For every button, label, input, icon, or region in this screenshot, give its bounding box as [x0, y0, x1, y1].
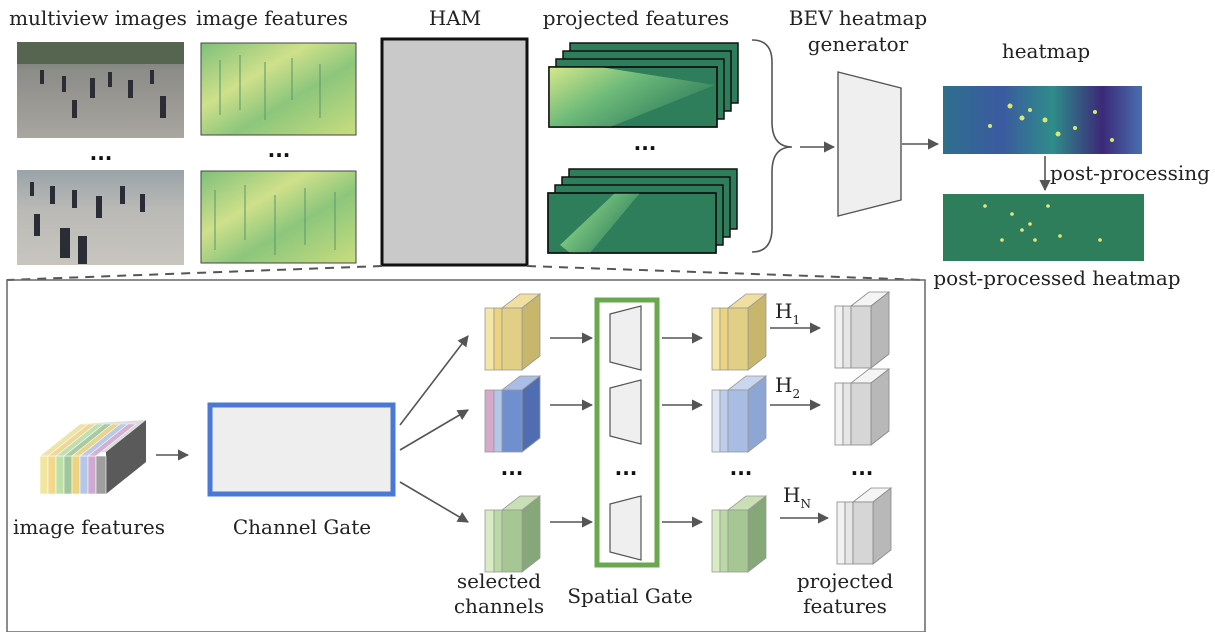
- post-processed-heatmap-image: [943, 194, 1144, 261]
- heatmap-title: heatmap: [1002, 39, 1090, 63]
- heatmap-image: [943, 86, 1142, 154]
- outputs-ellipsis: ...: [851, 456, 874, 480]
- selected-channel-block-n: [484, 495, 542, 573]
- selected-channel-block-1: [484, 293, 542, 371]
- selected-channels-label-line2: channels: [454, 594, 544, 618]
- bev-generator-block: [837, 71, 902, 217]
- output-feature-block-n: [836, 487, 893, 565]
- bev-generator-title-line1: BEV heatmap: [789, 6, 927, 30]
- features-ellipsis: ...: [268, 138, 291, 162]
- images-ellipsis: ...: [90, 141, 113, 165]
- spatial-gate-unit-n: [609, 495, 642, 561]
- input-image-features-label: image features: [13, 515, 165, 539]
- output-feature-block-2: [834, 368, 891, 446]
- projected-channel-block-1: [711, 293, 768, 371]
- projected-feature-stack-2: [547, 168, 738, 254]
- projected-features-label-line2: features: [803, 594, 887, 618]
- multiview-image-1: [17, 42, 184, 138]
- spatial-gate-unit-2: [609, 379, 642, 445]
- spatial-gate-unit-1: [609, 305, 642, 371]
- projected-channels-ellipsis: ...: [730, 456, 753, 480]
- ham-detail-frame: [6, 279, 926, 632]
- zoom-line-left: [6, 265, 383, 281]
- head-h2-label: H2: [775, 373, 800, 401]
- image-feature-map-1: [200, 42, 357, 136]
- channel-gate-block: [207, 402, 396, 497]
- spatial-gate-block: [594, 297, 660, 568]
- channels-ellipsis: ...: [501, 456, 524, 480]
- post-processing-label: post-processing: [1050, 161, 1210, 185]
- channel-gate-label: Channel Gate: [233, 515, 371, 539]
- merge-brace: [751, 39, 793, 253]
- spatial-gate-label: Spatial Gate: [567, 584, 692, 608]
- bev-generator-title-line2: generator: [808, 32, 909, 56]
- arrow-gate-to-channel-2: [399, 409, 469, 451]
- projected-features-title: projected features: [543, 6, 729, 30]
- arrow-gate-to-channel-1: [399, 335, 469, 426]
- image-feature-map-2: [200, 170, 357, 264]
- output-feature-block-1: [834, 291, 891, 369]
- arrow-gate-to-channel-n: [399, 481, 469, 523]
- spatial-gate-ellipsis: ...: [615, 456, 638, 480]
- post-processed-heatmap-title: post-processed heatmap: [933, 266, 1180, 290]
- projected-channel-block-2: [711, 375, 768, 453]
- ham-block: [380, 37, 529, 267]
- ham-title: HAM: [429, 6, 481, 30]
- input-feature-channels: [39, 420, 146, 495]
- projected-ellipsis: ...: [634, 131, 657, 155]
- projected-features-label-line1: projected: [797, 569, 894, 593]
- projected-channel-block-n: [711, 495, 768, 573]
- projected-feature-stack-1: [548, 42, 739, 128]
- zoom-line-right: [526, 265, 926, 281]
- multiview-images-title: multiview images: [9, 6, 187, 30]
- selected-channel-block-2: [484, 375, 542, 453]
- image-features-title: image features: [196, 6, 348, 30]
- selected-channels-label-line1: selected: [457, 569, 541, 593]
- head-h1-label: H1: [775, 299, 800, 327]
- head-hn-label: HN: [783, 483, 811, 511]
- multiview-image-2: [17, 170, 184, 265]
